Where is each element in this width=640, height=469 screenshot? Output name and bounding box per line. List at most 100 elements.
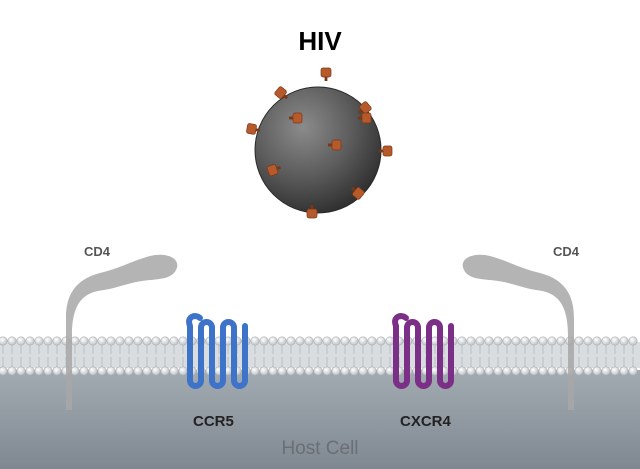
lipid-head — [16, 336, 26, 346]
lipid-head — [88, 336, 98, 346]
lipid-head — [385, 336, 395, 346]
lipid-head — [304, 366, 314, 376]
ccr5-label: CCR5 — [193, 413, 234, 430]
lipid-head — [457, 366, 467, 376]
envelope-spike — [320, 67, 332, 81]
lipid-head — [367, 366, 377, 376]
lipid-head — [331, 336, 341, 346]
lipid-head — [250, 336, 260, 346]
lipid-head — [16, 366, 26, 376]
envelope-spike — [246, 123, 261, 135]
hiv-virion — [246, 67, 393, 219]
lipid-head — [538, 336, 548, 346]
lipid-head — [529, 336, 539, 346]
lipid-head — [322, 366, 332, 376]
lipid-head — [7, 366, 17, 376]
lipid-head — [178, 336, 188, 346]
envelope-spike — [357, 101, 372, 115]
lipid-head — [160, 366, 170, 376]
envelope-spike — [358, 112, 372, 124]
lipid-head — [475, 336, 485, 346]
lipid-head — [88, 366, 98, 376]
host-cell-cytoplasm — [0, 370, 640, 469]
lipid-head — [25, 336, 35, 346]
envelope-spike — [379, 145, 393, 157]
lipid-head — [529, 366, 539, 376]
bilayer-core — [0, 342, 640, 368]
lipid-head — [133, 366, 143, 376]
virus-title: HIV — [298, 26, 342, 56]
lipid-head — [133, 336, 143, 346]
lipid-head — [124, 366, 134, 376]
lipid-head — [628, 336, 638, 346]
lipid-head — [610, 366, 620, 376]
lipid-head — [268, 336, 278, 346]
envelope-spike — [328, 139, 342, 151]
lipid-head — [493, 336, 503, 346]
cd4-receptor-right — [462, 254, 574, 410]
lipid-head — [0, 336, 8, 346]
lipid-head — [295, 336, 305, 346]
cd4-label-right: CD4 — [553, 244, 580, 259]
lipid-head — [583, 336, 593, 346]
lipid-head — [268, 366, 278, 376]
lipid-head — [322, 336, 332, 346]
lipid-head — [511, 366, 521, 376]
lipid-head — [466, 366, 476, 376]
lipid-head — [376, 366, 386, 376]
lipid-head — [25, 366, 35, 376]
lipid-head — [376, 336, 386, 346]
lipid-head — [493, 366, 503, 376]
lipid-head — [358, 336, 368, 346]
lipid-head — [250, 366, 260, 376]
lipid-head — [610, 336, 620, 346]
envelope-spike — [289, 112, 303, 124]
lipid-head — [619, 366, 629, 376]
envelope-spike — [306, 205, 318, 219]
cd4-label-left: CD4 — [84, 244, 111, 259]
lipid-head — [277, 336, 287, 346]
lipid-head — [331, 366, 341, 376]
lipid-head — [556, 336, 566, 346]
envelope-spike — [266, 164, 281, 177]
lipid-head — [574, 366, 584, 376]
lipid-head — [52, 366, 62, 376]
lipid-head — [34, 336, 44, 346]
lipid-head — [0, 366, 8, 376]
lipid-head — [349, 366, 359, 376]
lipid-head — [583, 366, 593, 376]
lipid-head — [619, 336, 629, 346]
lipid-head — [466, 336, 476, 346]
lipid-head — [79, 366, 89, 376]
lipid-head — [475, 366, 485, 376]
lipid-head — [313, 366, 323, 376]
lipid-head — [295, 366, 305, 376]
lipid-head — [574, 336, 584, 346]
lipid-head — [349, 336, 359, 346]
lipid-head — [151, 336, 161, 346]
lipid-head — [547, 336, 557, 346]
lipid-head — [259, 366, 269, 376]
lipid-head — [43, 336, 53, 346]
lipid-head — [169, 336, 179, 346]
lipid-head — [520, 366, 530, 376]
lipid-head — [97, 366, 107, 376]
lipid-head — [385, 366, 395, 376]
lipid-head — [43, 366, 53, 376]
lipid-head — [115, 366, 125, 376]
lipid-head — [367, 336, 377, 346]
lipid-head — [502, 336, 512, 346]
lipid-bilayer — [0, 336, 640, 376]
lipid-head — [313, 336, 323, 346]
lipid-head — [142, 366, 152, 376]
lipid-head — [340, 336, 350, 346]
lipid-head — [484, 336, 494, 346]
envelope-spikes — [246, 67, 393, 219]
lipid-head — [286, 366, 296, 376]
lipid-head — [151, 366, 161, 376]
lipid-head — [520, 336, 530, 346]
lipid-head — [304, 336, 314, 346]
lipid-head — [7, 336, 17, 346]
lipid-head — [358, 366, 368, 376]
